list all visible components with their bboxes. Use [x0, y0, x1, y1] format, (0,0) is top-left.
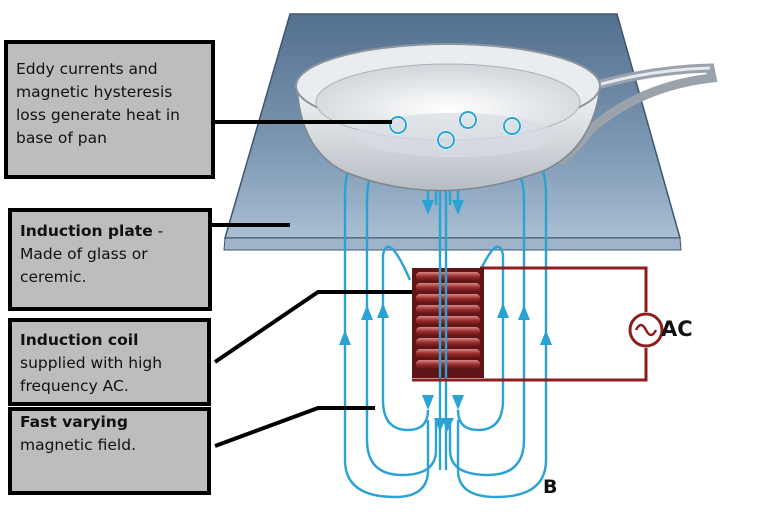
induction-coil-text: supplied with high frequency AC. — [20, 354, 163, 395]
eddy-currents-text: Eddy currents and magnetic hysteresis lo… — [16, 60, 181, 147]
induction-plate-title: Induction plate — [20, 222, 153, 240]
ac-label: AC — [661, 317, 693, 341]
induction-plate-edge — [223, 237, 682, 251]
induction-coil-label: Induction coil supplied with high freque… — [8, 318, 211, 406]
magnetic-field-title: Fast varying — [20, 413, 128, 431]
eddy-current-swirl-icon — [388, 110, 522, 150]
induction-coil-title: Induction coil — [20, 331, 139, 349]
magnetic-field-label: Fast varying magnetic field. — [8, 407, 211, 495]
induction-coil — [412, 268, 484, 378]
eddy-currents-label: Eddy currents and magnetic hysteresis lo… — [4, 40, 215, 179]
induction-plate-separator: - — [152, 222, 164, 240]
induction-plate-text: Made of glass or ceremic. — [20, 245, 148, 286]
b-field-label: B — [543, 476, 558, 498]
coil-field-lines-front — [438, 268, 448, 378]
magnetic-field-text: magnetic field. — [20, 436, 137, 454]
leader-lines — [212, 120, 412, 448]
induction-plate-label: Induction plate - Made of glass or cerem… — [8, 208, 212, 311]
ac-source-icon — [628, 312, 664, 348]
ac-circuit-wire — [412, 266, 648, 382]
